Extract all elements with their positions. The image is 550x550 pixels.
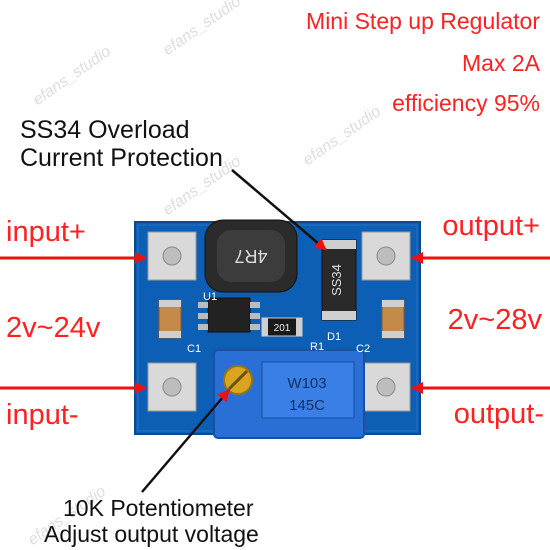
- diode-callout-line-1: SS34 Overload: [20, 116, 190, 144]
- input-plus-label: input+: [6, 216, 86, 248]
- arrow-diode: [231, 169, 327, 251]
- marking-diode: SS34: [329, 264, 344, 296]
- marking-pot-line2: 145C: [289, 397, 325, 414]
- marking-inductor: 4R7: [234, 246, 267, 266]
- title-line-1: Mini Step up Regulator: [306, 8, 540, 34]
- pad-output-minus: [361, 362, 411, 412]
- marking-pot-line1: W103: [287, 375, 326, 392]
- diode-callout-line-2: Current Protection: [20, 144, 223, 172]
- capacitor-c2: [381, 299, 405, 339]
- silk-u1: U1: [203, 291, 217, 303]
- title-line-3: efficiency 95%: [392, 90, 540, 116]
- input-minus-label: input-: [6, 399, 79, 431]
- pot-callout-line-1: 10K Potentiometer: [63, 495, 254, 521]
- output-plus-label: output+: [442, 210, 540, 242]
- pad-input-minus: [147, 362, 197, 412]
- capacitor-c1: [158, 299, 182, 339]
- inductor: [204, 219, 298, 293]
- input-range-label: 2v~24v: [6, 312, 101, 344]
- ic-u1: [198, 297, 260, 333]
- silk-r1: R1: [310, 341, 324, 353]
- output-range-label: 2v~28v: [447, 304, 542, 336]
- output-minus-label: output-: [453, 398, 544, 430]
- silk-d1: D1: [327, 331, 341, 343]
- marking-resistor: 201: [274, 323, 291, 334]
- potentiometer: [213, 349, 365, 439]
- pot-callout-line-2: Adjust output voltage: [44, 521, 259, 547]
- arrow-potentiometer: [141, 389, 230, 493]
- silk-c1: C1: [187, 343, 201, 355]
- pad-input-plus: [147, 231, 197, 281]
- diode-ss34: [321, 239, 357, 321]
- title-line-2: Max 2A: [462, 50, 540, 76]
- resistor-201: [261, 317, 303, 337]
- pad-output-plus: [361, 231, 411, 281]
- silk-c2: C2: [356, 343, 370, 355]
